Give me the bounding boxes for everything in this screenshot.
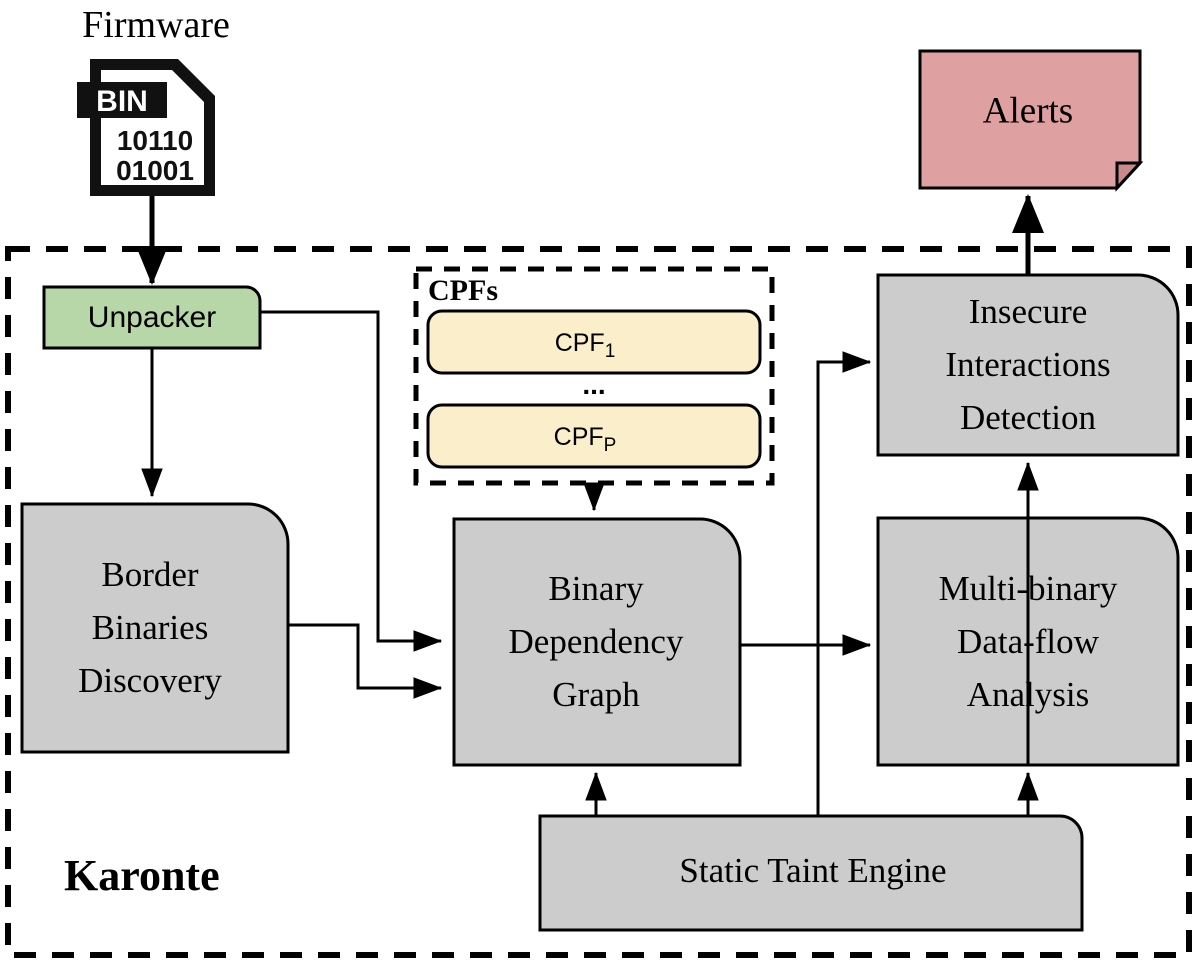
static-taint-engine-label: Static Taint Engine <box>679 851 946 890</box>
bin-row2-text: 01001 <box>116 155 194 186</box>
alerts-label: Alerts <box>983 90 1073 131</box>
bin-tag-text: BIN <box>96 85 148 118</box>
bdg-line-2: Dependency <box>509 622 684 661</box>
bdg-line-1: Binary <box>548 569 644 608</box>
unpacker-node: Unpacker <box>42 285 262 350</box>
edge-taint-to-detection <box>816 351 872 816</box>
cpfs-ellipsis: ... <box>582 369 605 400</box>
firmware-label: Firmware <box>82 4 230 46</box>
cpf-1-node: CPF1 <box>426 309 762 375</box>
cpf-1-label: CPF1 <box>555 329 616 362</box>
cpfs-group-border <box>413 266 775 486</box>
border-binaries-discovery-node: Border Binaries Discovery <box>20 502 290 754</box>
cpf-p-node: CPFP <box>426 403 762 469</box>
unpacker-label: Unpacker <box>88 301 216 334</box>
bin-row1-text: 10110 <box>117 125 193 156</box>
border-binaries-line-2: Binaries <box>92 608 209 647</box>
detection-line-2: Interactions <box>945 345 1110 384</box>
karonte-container-label: Karonte <box>64 851 220 900</box>
insecure-interactions-detection-node: Insecure Interactions Detection <box>876 273 1180 457</box>
edge-border-binaries-to-bdg <box>288 623 443 699</box>
cpf-p-label: CPFP <box>554 423 617 456</box>
border-binaries-line-3: Discovery <box>78 661 222 700</box>
bdg-line-3: Graph <box>552 675 640 714</box>
edge-unpacker-to-bdg <box>260 310 443 652</box>
cpfs-group-title: CPFs <box>428 274 498 307</box>
binary-file-icon: BIN 10110 01001 <box>77 59 215 196</box>
binary-dependency-graph-node: Binary Dependency Graph <box>452 517 742 767</box>
detection-line-3: Detection <box>960 398 1096 437</box>
alerts-node: Alerts <box>918 49 1144 192</box>
border-binaries-line-1: Border <box>101 555 199 594</box>
static-taint-engine-node: Static Taint Engine <box>538 814 1084 932</box>
detection-line-1: Insecure <box>969 292 1088 331</box>
karonte-container <box>5 246 1192 958</box>
